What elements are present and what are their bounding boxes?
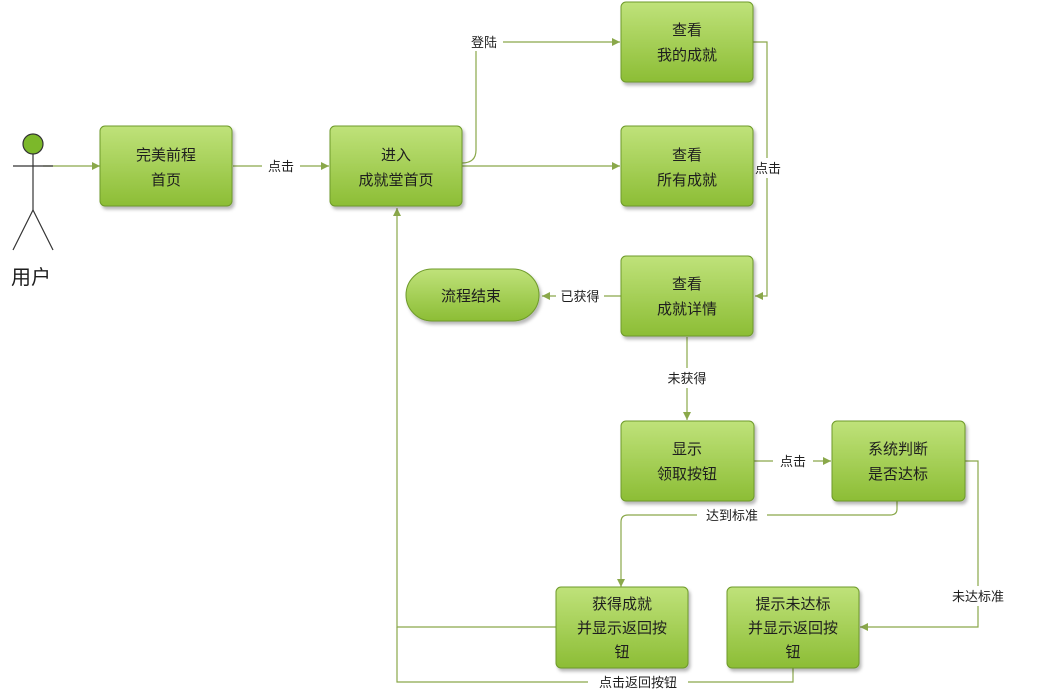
node-get-line3: 钮 [614, 643, 629, 661]
label-show-judge: 点击 [780, 455, 806, 470]
node-tip-line1: 提示未达标 [755, 595, 830, 613]
node-home-line1: 完美前程 [136, 146, 196, 164]
node-my-line1: 查看 [672, 21, 702, 39]
node-judge-line1: 系统判断 [868, 440, 928, 458]
label-reached: 达到标准 [706, 509, 758, 524]
node-detail-line1: 查看 [672, 275, 702, 293]
actor-label: 用户 [11, 265, 51, 289]
label-view-detail: 点击 [755, 162, 781, 177]
node-get [555, 586, 689, 669]
node-hall [329, 125, 463, 207]
edge-hall-my [461, 38, 620, 164]
node-tip [726, 586, 860, 669]
node-detail [620, 255, 754, 337]
node-tip-line2: 并显示返回按 [748, 619, 838, 637]
node-hall-line1: 进入 [381, 146, 411, 164]
node-detail-line2: 成就详情 [657, 300, 717, 318]
label-not-reached: 未达标准 [952, 590, 1004, 605]
label-login: 登陆 [471, 35, 497, 51]
node-show-line1: 显示 [672, 440, 702, 458]
node-get-line1: 获得成就 [592, 595, 652, 613]
label-back: 点击返回按钮 [599, 676, 677, 691]
label-not-obtained: 未获得 [667, 371, 706, 387]
edge-judge-tip [860, 460, 979, 631]
edge-labels: 点击 登陆 点击 已获得 未获得 点击 达到标准 未达标准 点击返回按钮 [262, 33, 1011, 692]
node-judge [831, 420, 966, 502]
node-judge-line2: 是否达标 [868, 465, 928, 483]
node-show-line2: 领取按钮 [657, 465, 717, 483]
node-end [405, 268, 540, 322]
node-get-line2: 并显示返回按 [577, 619, 667, 637]
actor-head-icon [22, 133, 44, 155]
actor: 用户 [11, 133, 54, 289]
node-home [99, 125, 233, 207]
node-my [620, 1, 754, 83]
node-my-line2: 我的成就 [657, 46, 717, 64]
nodes: 完美前程 首页 进入 成就堂首页 查看 我的成就 查看 所有成就 查看 成就详情… [99, 1, 966, 669]
node-tip-line3: 钮 [785, 643, 800, 661]
node-show [620, 420, 755, 502]
node-all [620, 125, 754, 207]
label-obtained: 已获得 [560, 289, 599, 305]
node-home-line2: 首页 [151, 171, 181, 189]
label-home-hall: 点击 [268, 160, 294, 175]
node-all-line1: 查看 [672, 146, 702, 164]
node-hall-line2: 成就堂首页 [358, 171, 433, 189]
node-all-line2: 所有成就 [657, 171, 717, 189]
node-end-label: 流程结束 [441, 287, 501, 305]
